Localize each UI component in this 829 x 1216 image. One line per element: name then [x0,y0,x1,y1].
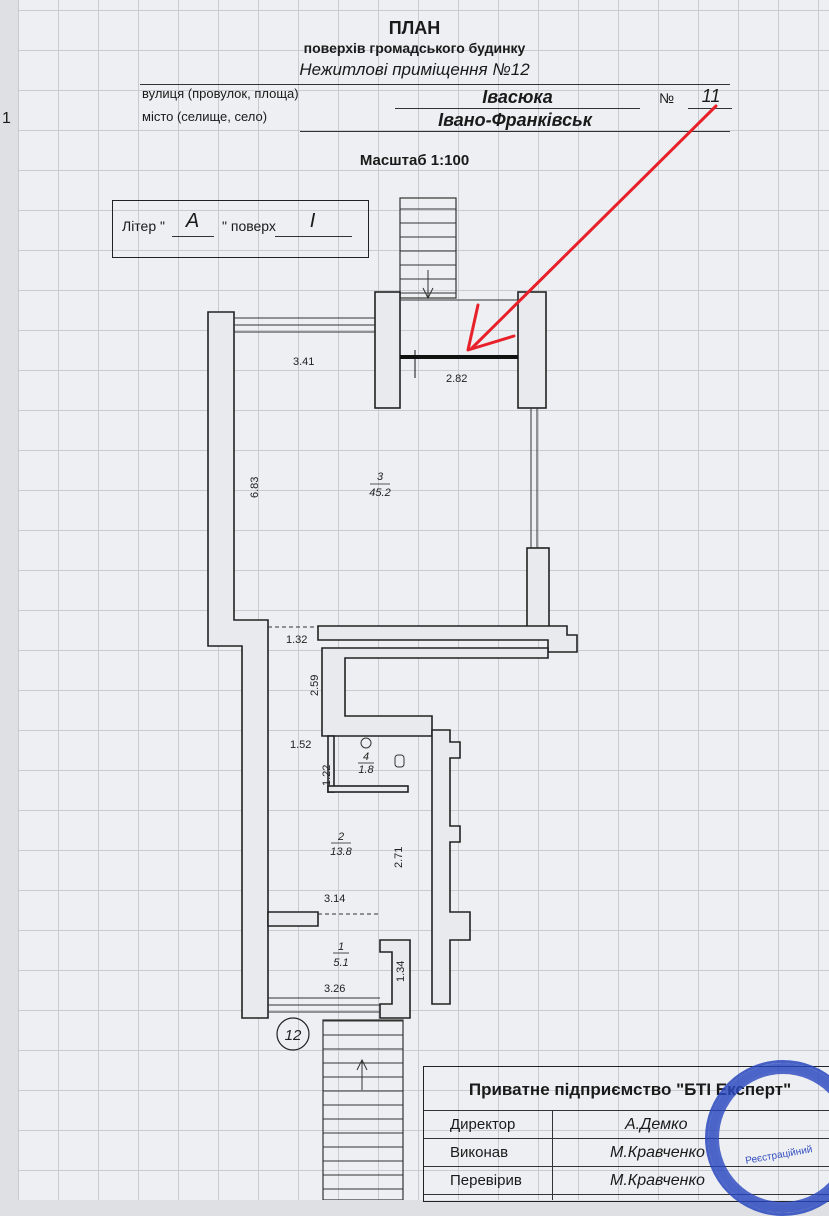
number-label: № [659,90,675,106]
name-performer: М.Кравченко [610,1144,705,1161]
document-subtitle: поверхів громадського будинку [303,40,526,56]
premises-title: Нежитлові приміщення №12 [299,60,530,79]
liter-value: А [185,210,200,232]
room-number: 4 [363,751,369,763]
number-underline [688,108,732,109]
room-separators [268,626,380,915]
lower-staircase [322,1019,404,1200]
wc-fixtures [360,737,405,768]
liter-underline [172,236,214,237]
city-underline [300,131,730,132]
scale-label: Масштаб 1:100 [359,152,470,169]
liter-floor-box [112,200,369,258]
role-director: Директор [450,1116,516,1133]
dim-label: 1.32 [286,634,307,646]
entrance-marker: 12 [276,1017,310,1051]
upper-staircase [399,197,457,300]
document-title: ПЛАН [388,18,441,38]
room-number: 1 [338,941,344,953]
room-labels: 3 45.2 4 1.8 2 13.8 1 5.1 [330,471,390,969]
dim-label: 2.71 [393,847,405,868]
room-area: 1.8 [358,764,374,776]
room-number: 3 [377,471,384,483]
room-area: 5.1 [333,957,348,969]
room-number: 2 [337,831,344,843]
dim-label: 1.22 [321,765,333,786]
sign-rule [424,1166,829,1167]
room-area: 13.8 [330,846,352,858]
dim-label: 1.52 [290,739,311,751]
name-checker: М.Кравченко [610,1172,705,1189]
sign-col-divider [552,1110,553,1200]
building-walls [207,291,578,1019]
red-annotation-arrow [466,104,718,352]
sign-rule [424,1110,829,1111]
city-value: Івано-Франківськ [438,110,592,130]
dimension-labels: 3.41 2.82 6.83 1.32 2.59 1.52 1.22 2.71 … [249,356,467,995]
house-number-value: 11 [701,86,721,106]
edge-mark: 1 [2,110,11,127]
sign-rule [424,1194,829,1195]
dim-label: 3.26 [324,983,345,995]
street-label: вулиця (провулок, площа) [142,86,299,101]
street-underline [395,108,640,109]
room-area: 45.2 [369,487,390,499]
floor-value: І [309,210,316,232]
name-director: А.Демко [625,1116,688,1133]
role-checker: Перевірив [450,1172,522,1189]
street-value: Івасюка [482,87,553,107]
window-openings [234,299,538,1013]
dim-label: 1.34 [395,961,407,982]
role-performer: Виконав [450,1144,509,1161]
dim-label: 3.41 [293,356,314,368]
sign-rule [424,1138,829,1139]
city-label: місто (селище, село) [142,109,268,124]
liter-label: Літер " [122,218,165,234]
floor-label: " поверх [222,218,276,234]
firm-name: Приватне підприємство "БТІ Експерт" [468,1080,792,1099]
dim-label: 3.14 [324,893,345,905]
dim-label: 2.82 [446,373,467,385]
entrance-number: 12 [285,1027,302,1044]
dim-label: 2.59 [309,675,321,696]
header-rule [140,84,730,85]
floor-underline [275,236,352,237]
dim-label: 6.83 [249,477,261,498]
